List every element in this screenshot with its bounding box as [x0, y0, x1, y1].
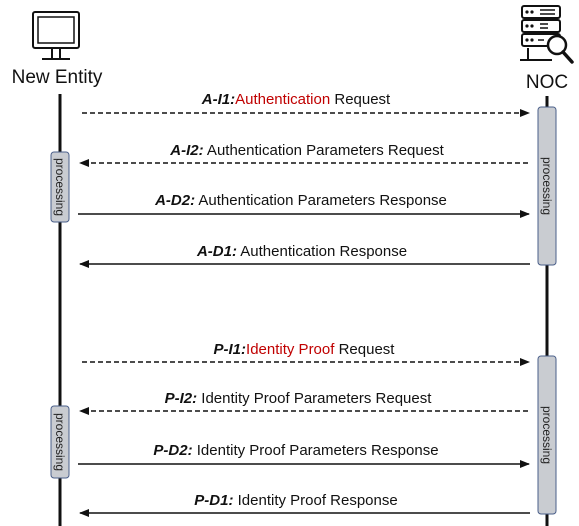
message-label: A-D2: Authentication Parameters Response — [154, 192, 447, 209]
message-p-d1: P-D1: Identity Proof Response — [79, 492, 530, 517]
processing-label: processing — [540, 406, 554, 464]
actor-noc-label: NOC — [526, 72, 568, 93]
message-label: P-D2: Identity Proof Parameters Response — [153, 442, 438, 459]
message-p-d2: P-D2: Identity Proof Parameters Response — [78, 442, 530, 468]
message-label: A-D1: Authentication Response — [196, 243, 407, 260]
message-a-d1: A-D1: Authentication Response — [79, 243, 530, 268]
processing-label: processing — [53, 158, 67, 216]
message-p-i1: P-I1:Identity Proof Request — [82, 341, 530, 366]
entity-processing-box-proof: processing — [50, 405, 70, 479]
noc-processing-box-proof: processing — [537, 355, 557, 515]
actor-new-entity-label: New Entity — [12, 67, 103, 88]
message-a-i2: A-I2: Authentication Parameters Request — [79, 142, 528, 167]
entity-processing-box-auth: processing — [50, 151, 70, 223]
processing-label: processing — [540, 157, 554, 215]
monitor-icon — [32, 11, 80, 60]
message-label: A-I1:Authentication Request — [201, 91, 391, 108]
message-a-d2: A-D2: Authentication Parameters Response — [78, 192, 530, 218]
message-label: P-I1:Identity Proof Request — [214, 341, 396, 358]
message-label: P-D1: Identity Proof Response — [194, 492, 397, 509]
server-search-icon — [520, 5, 574, 64]
message-a-i1: A-I1:Authentication Request — [82, 91, 530, 117]
message-label: A-I2: Authentication Parameters Request — [169, 142, 444, 159]
noc-processing-box-auth: processing — [537, 106, 557, 266]
message-label: P-I2: Identity Proof Parameters Request — [165, 390, 433, 407]
processing-label: processing — [53, 413, 67, 471]
message-p-i2: P-I2: Identity Proof Parameters Request — [79, 390, 528, 415]
